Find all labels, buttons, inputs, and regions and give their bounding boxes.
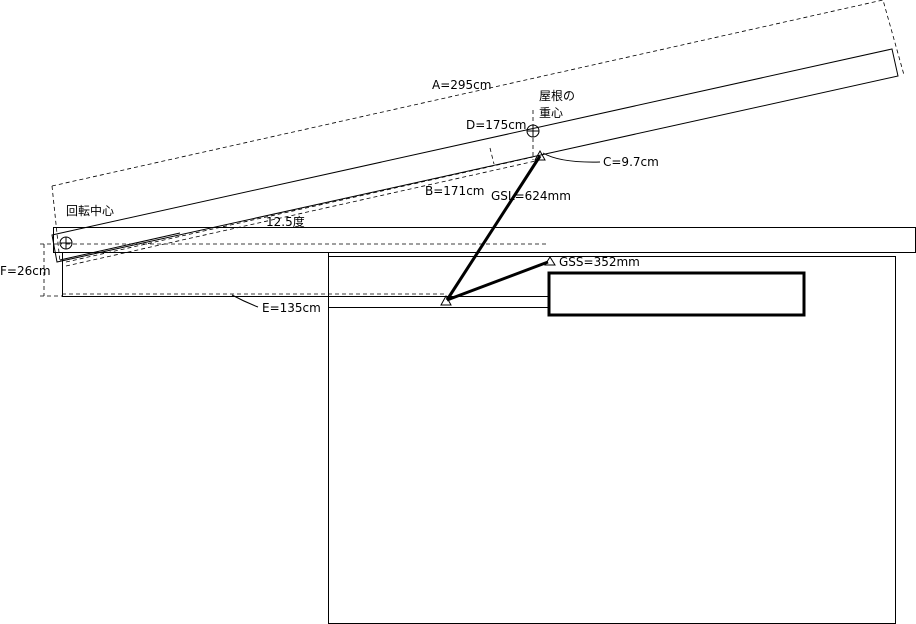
dim-a-left-leg	[51, 185, 61, 263]
gsl-label: GSL=624mm	[491, 189, 571, 203]
cog-label-line2: 重心	[539, 106, 563, 120]
dim-d-label: D=175cm	[466, 118, 527, 132]
dim-d-tick	[489, 147, 495, 165]
dim-b-line	[65, 159, 541, 267]
roof-panel	[51, 48, 899, 263]
dim-c-label: C=9.7cm	[603, 155, 659, 169]
dim-a-label: A=295cm	[432, 78, 491, 92]
dim-f-label: F=26cm	[0, 264, 51, 278]
shelf	[328, 296, 549, 308]
gas-spring-short	[446, 260, 549, 302]
pivot-label: 回転中心	[66, 203, 114, 218]
circle-cross-icon	[59, 236, 73, 250]
dim-a-outline	[51, 0, 905, 187]
component-box	[547, 271, 806, 317]
triangle-icon	[440, 294, 452, 306]
circle-cross-icon	[526, 124, 540, 138]
triangle-icon	[544, 256, 556, 266]
angle-label: 12.5度	[266, 214, 305, 229]
dim-e-label: E=135cm	[262, 301, 321, 315]
gas-spring-long	[445, 155, 542, 301]
c-leader	[542, 152, 601, 163]
base-box	[328, 256, 896, 624]
triangle-icon	[534, 149, 546, 161]
gss-label: GSS=352mm	[559, 255, 640, 269]
left-block	[62, 252, 329, 297]
cog-reference	[65, 156, 534, 263]
e-leader	[231, 294, 259, 308]
roof-panel-inner-edge	[59, 232, 181, 261]
cog-label-line1: 屋根の	[539, 89, 575, 103]
dim-b-label: B=171cm	[425, 184, 484, 198]
